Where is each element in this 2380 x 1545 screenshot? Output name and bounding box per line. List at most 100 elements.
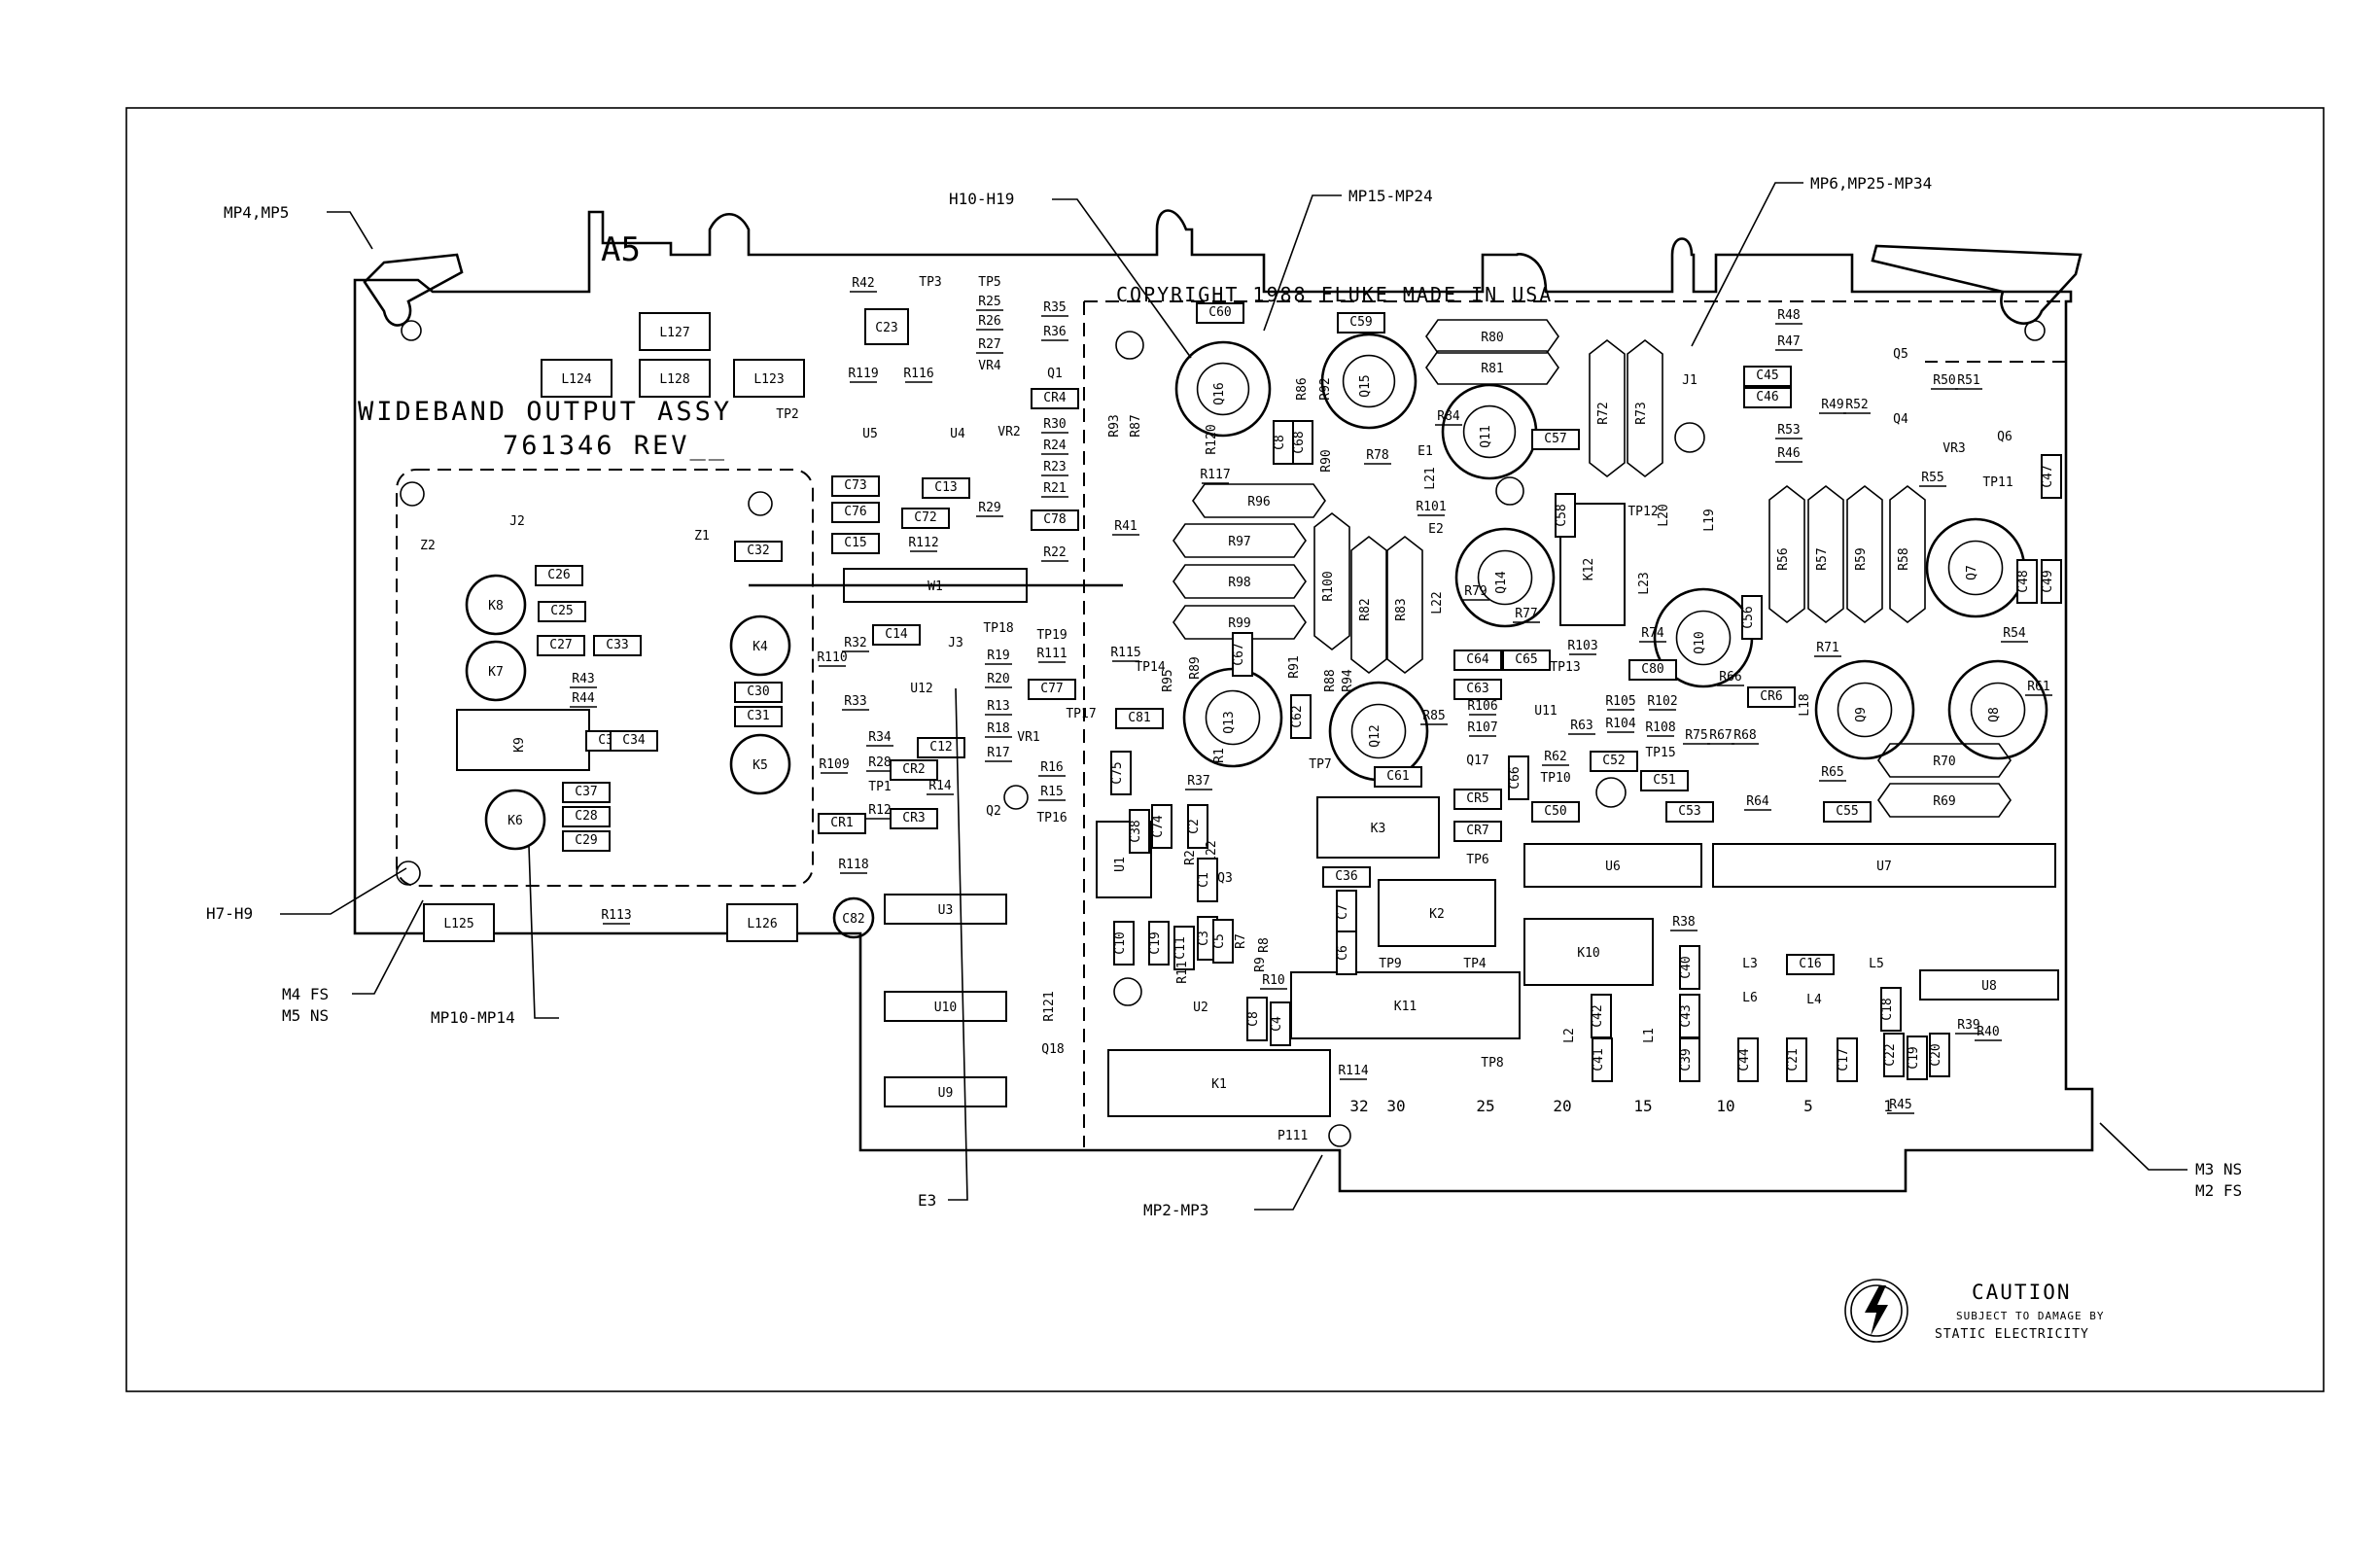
- component-r41: R41: [1112, 519, 1139, 536]
- edge-connector: [1339, 1150, 1907, 1192]
- component-q5: Q5: [1893, 347, 1908, 362]
- callout-m2-fs: M2 FS: [2195, 1181, 2242, 1200]
- component-label-cr2: CR2: [902, 762, 925, 777]
- component-c12: C12: [917, 737, 965, 758]
- component-r27: R27: [976, 337, 1003, 354]
- callout-m5-ns: M5 NS: [282, 1006, 329, 1025]
- component-label-c60: C60: [1208, 305, 1231, 320]
- component-label-r40: R40: [1977, 1025, 1999, 1039]
- component-r104: R104: [1605, 717, 1636, 733]
- component-label-c45: C45: [1756, 369, 1778, 383]
- resistor-r70: R70: [1877, 743, 2012, 778]
- component-r30: R30: [1041, 417, 1068, 434]
- box-l124: L124: [541, 359, 612, 398]
- box-k11: K11: [1290, 971, 1521, 1039]
- component-label-r41: R41: [1114, 519, 1137, 534]
- component-label-r107: R107: [1467, 720, 1497, 735]
- component-label-c19b: C19: [1907, 1046, 1921, 1069]
- component-tp5: TP5: [978, 275, 1000, 290]
- pin-number-5: 5: [1803, 1097, 1813, 1115]
- component-label-r39: R39: [1957, 1018, 1979, 1033]
- resistor-label-r81: R81: [1481, 362, 1503, 376]
- component-c46: C46: [1743, 387, 1792, 408]
- component-label-r85: R85: [1422, 709, 1445, 723]
- component-r25: R25: [976, 295, 1003, 311]
- component-label-r61: R61: [2027, 680, 2049, 694]
- component-label-q1: Q1: [1047, 367, 1063, 381]
- component-label-c77: C77: [1040, 682, 1063, 696]
- component-c18: C18: [1880, 987, 1902, 1032]
- component-label-l23: L23: [1637, 572, 1652, 594]
- part-label-q14: Q14: [1494, 571, 1509, 594]
- pin-number-32: 32: [1349, 1097, 1368, 1115]
- part-label-q8: Q8: [1987, 707, 2002, 722]
- component-label-j1: J1: [1682, 373, 1698, 388]
- component-c21: C21: [1786, 1037, 1807, 1082]
- resistor-label-r80: R80: [1481, 331, 1503, 345]
- component-label-r37: R37: [1187, 774, 1209, 789]
- component-label-c47: C47: [2041, 465, 2055, 487]
- component-r86: R86: [1295, 377, 1310, 400]
- component-label-z1: Z1: [694, 529, 710, 544]
- component-label-tp10: TP10: [1540, 771, 1570, 786]
- component-r49: R49: [1819, 398, 1846, 414]
- component-tp6: TP6: [1466, 853, 1488, 867]
- component-label-r43: R43: [572, 672, 594, 686]
- component-label-r42: R42: [852, 276, 874, 291]
- component-c33: C33: [593, 635, 642, 656]
- component-label-c58: C58: [1555, 504, 1569, 526]
- component-label-q18: Q18: [1041, 1042, 1064, 1057]
- component-label-tp18: TP18: [983, 621, 1013, 636]
- component-tp4: TP4: [1463, 957, 1487, 971]
- component-label-r10: R10: [1262, 973, 1284, 988]
- part-q14: Q14: [1454, 527, 1556, 628]
- component-cr4: CR4: [1031, 388, 1079, 409]
- component-r51: R51: [1955, 373, 1982, 390]
- component-r90: R90: [1319, 449, 1334, 472]
- box-l126: L126: [726, 903, 798, 942]
- component-label-c55: C55: [1836, 804, 1858, 819]
- component-tp18: TP18: [983, 621, 1013, 636]
- component-c62: C62: [1290, 694, 1312, 739]
- box-l125: L125: [423, 903, 495, 942]
- resistor-label-r83: R83: [1394, 598, 1409, 620]
- component-c47: C47: [2041, 454, 2062, 499]
- component-u11: U11: [1534, 704, 1557, 719]
- component-l21: L21: [1423, 467, 1438, 489]
- component-l19: L19: [1702, 509, 1717, 531]
- component-c48: C48: [2016, 559, 2038, 604]
- component-c39: C39: [1679, 1037, 1700, 1082]
- component-z1: Z1: [694, 529, 710, 544]
- component-c13: C13: [922, 477, 970, 499]
- component-label-c15: C15: [844, 536, 866, 550]
- component-u2: U2: [1193, 1001, 1208, 1015]
- component-r42: R42: [850, 276, 877, 293]
- component-label-r17: R17: [987, 746, 1009, 760]
- part-label-k7: K7: [488, 665, 504, 680]
- copyright-text: COPYRIGHT 1988 FLUKE MADE IN USA: [1116, 283, 1553, 306]
- component-label-c51: C51: [1653, 773, 1675, 788]
- pin-number-10: 10: [1716, 1097, 1734, 1115]
- pin-number-15: 15: [1633, 1097, 1652, 1115]
- component-r66: R66: [1717, 670, 1744, 686]
- component-label-r35: R35: [1043, 300, 1066, 315]
- component-label-c40: C40: [1679, 956, 1694, 978]
- component-label-c11: C11: [1173, 936, 1188, 959]
- component-r26: R26: [976, 314, 1003, 331]
- box-label-w1: W1: [928, 579, 943, 594]
- component-label-r118: R118: [838, 858, 868, 872]
- box-label-k12: K12: [1582, 558, 1596, 580]
- component-label-r13: R13: [987, 699, 1009, 714]
- box-u6: U6: [1523, 843, 1702, 888]
- component-label-c36: C36: [1335, 869, 1357, 884]
- component-r63: R63: [1568, 719, 1595, 735]
- component-label-tp16: TP16: [1036, 811, 1067, 825]
- component-label-c21: C21: [1786, 1048, 1801, 1071]
- component-r74: R74: [1639, 626, 1666, 643]
- component-label-u5: U5: [862, 427, 878, 441]
- component-label-r47: R47: [1777, 334, 1800, 349]
- component-label-tp11: TP11: [1982, 475, 2012, 490]
